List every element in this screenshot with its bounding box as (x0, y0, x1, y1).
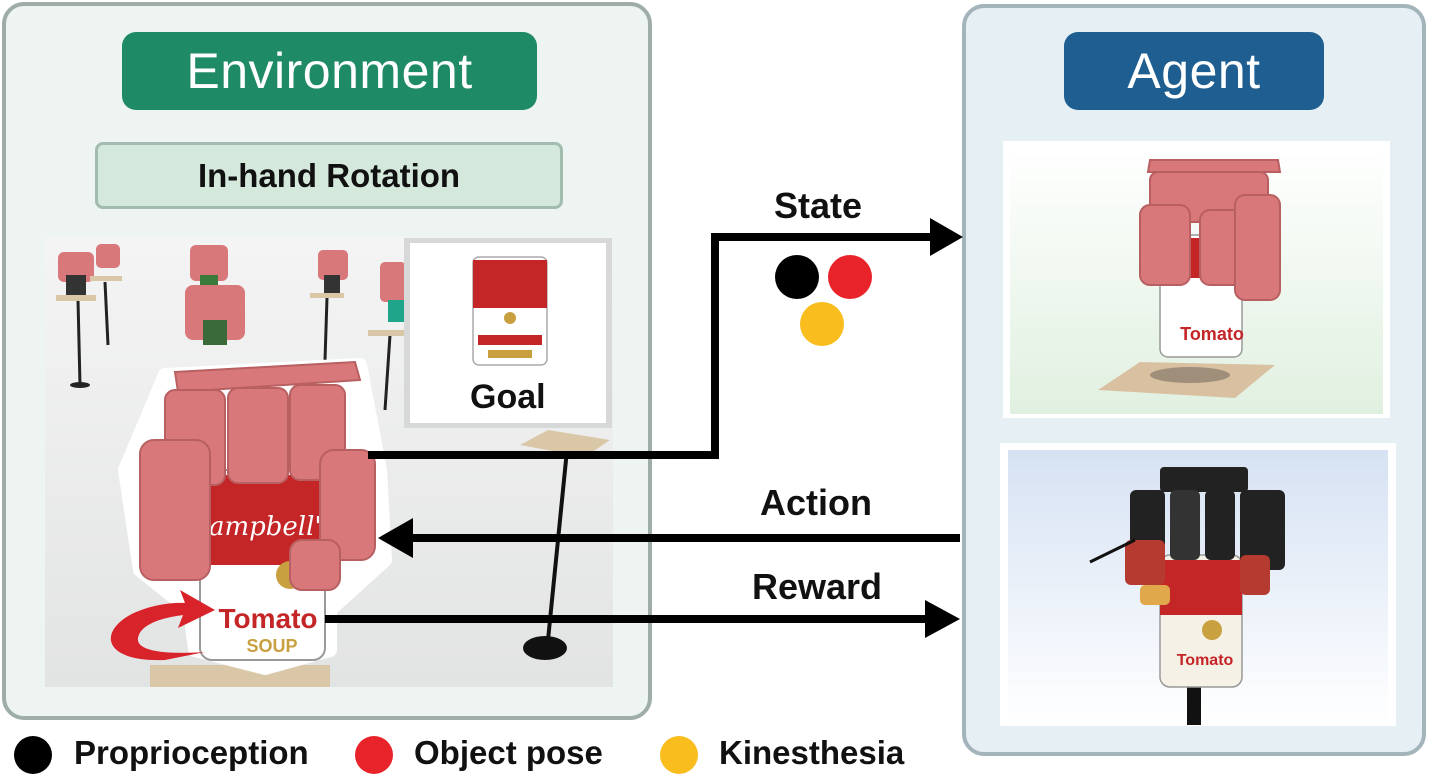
background-robot-5 (310, 250, 348, 361)
svg-text:Tomato: Tomato (1177, 652, 1234, 669)
state-dot-kinesthesia (800, 302, 844, 346)
background-robot-1 (56, 252, 96, 388)
agent-real-image: Tomato (1000, 443, 1396, 726)
legend-dot-object-pose (355, 736, 393, 774)
background-robot-4 (185, 285, 245, 345)
legend-label-proprioception: Proprioception (74, 734, 309, 771)
state-dot-object-pose (828, 255, 872, 299)
reward-label: Reward (752, 566, 883, 607)
main-robot-hand: Campbell's Tomato SOUP (118, 358, 392, 675)
action-arrow (378, 518, 960, 558)
legend-label-kinesthesia: Kinesthesia (719, 734, 905, 771)
rotation-arrow-icon (110, 590, 215, 661)
environment-title: Environment (122, 32, 537, 110)
state-dot-proprioception (775, 255, 819, 299)
action-label: Action (760, 482, 872, 523)
agent-sim-image: Tomato (1003, 141, 1390, 418)
svg-text:Tomato: Tomato (1180, 324, 1244, 344)
legend-label-object-pose: Object pose (414, 734, 603, 771)
task-label: In-hand Rotation (95, 142, 563, 209)
goal-inset (404, 238, 612, 428)
can-type-text: SOUP (246, 636, 297, 656)
background-robot-6 (368, 262, 408, 411)
agent-title: Agent (1064, 32, 1324, 110)
legend-dot-proprioception (14, 736, 52, 774)
state-arrow (368, 218, 963, 459)
can-flavor-text: Tomato (218, 603, 317, 634)
goal-label: Goal (470, 378, 546, 416)
can-brand-text: Campbell's (189, 512, 335, 542)
background-robot-2 (90, 244, 122, 346)
legend-dot-kinesthesia (660, 736, 698, 774)
reward-arrow (325, 600, 960, 638)
state-label: State (774, 185, 863, 226)
